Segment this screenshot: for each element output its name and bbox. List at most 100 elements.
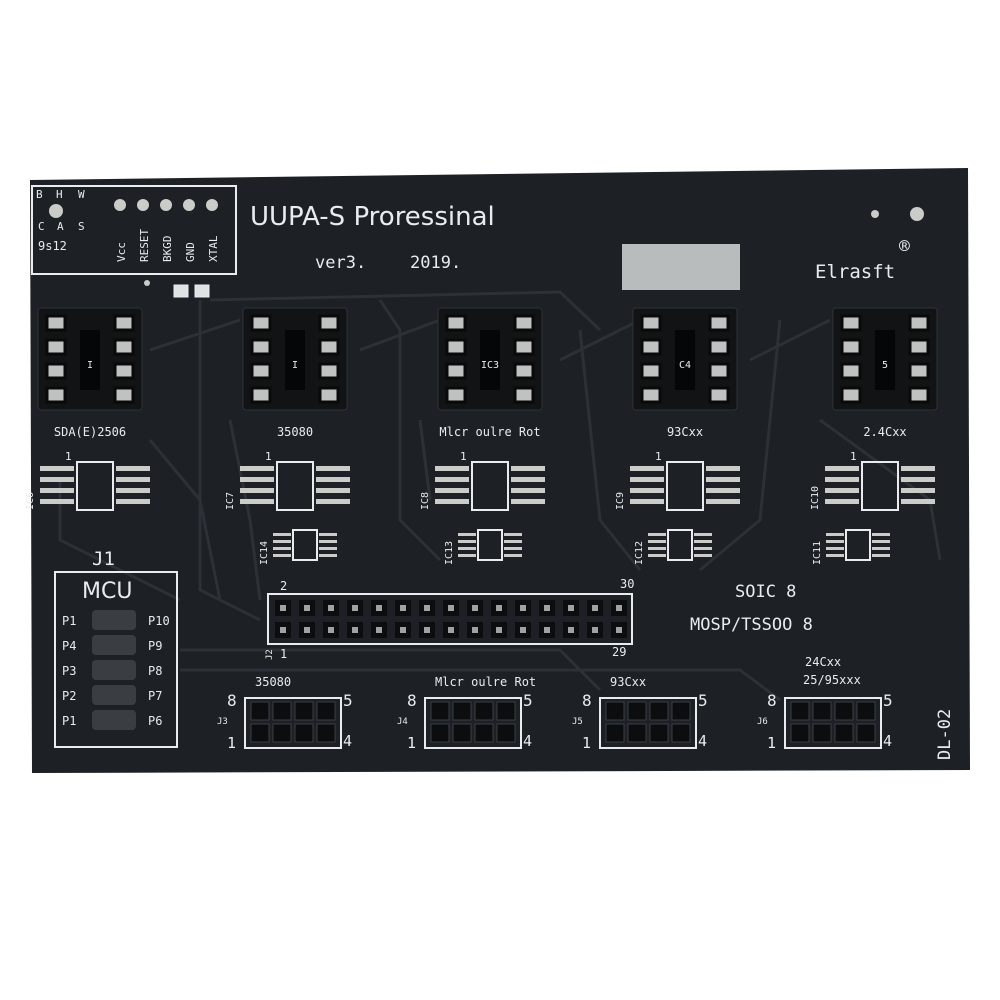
header-pin-tip [472,627,478,633]
socket-ref: I [292,360,298,371]
header-pin-tip [544,605,550,611]
connector-pin-label: 4 [883,732,892,750]
mcu-pin-pair [92,635,136,655]
header-pin-tip [544,627,550,633]
msop8-footprint [458,529,522,561]
socket-ref: 5 [882,360,888,371]
socket-label: SDA(E)2506 [54,425,126,439]
soic8-footprint [40,461,150,511]
bdm-chip-label: 9s12 [38,239,67,253]
connector-ref: J6 [757,717,768,727]
bdm-pin-pad [183,199,195,211]
header-pin-tip [520,627,526,633]
connector-ref: J4 [397,717,408,727]
header-pin-tip [448,627,454,633]
connector-pin-label: 8 [407,691,417,710]
bdm-pin-label: XTAL [207,235,220,262]
header-pin-tip [280,627,286,633]
pin1-label: 1 [655,450,662,463]
bdm-letter: W [78,188,85,201]
j1-ref: J1 [92,548,115,570]
soic8-footprint [825,461,935,511]
header-pin-label: 29 [612,645,626,659]
bdm-pin-label: RESET [138,229,151,262]
msop8-footprint [273,529,337,561]
soic-ref: IC6 [25,492,36,510]
socket-label: 93Cxx [667,425,703,439]
connector-pin-label: 1 [407,734,416,752]
bdm-letter: H [56,188,63,201]
package-label-msop: MOSP/TSSOO 8 [690,615,813,635]
mcu-pin-label: P2 [62,689,76,703]
header-pin-tip [616,627,622,633]
connector-j4 [424,697,522,749]
brand-label: Elrasft [815,261,895,283]
soic-ref: IC7 [225,492,236,510]
header-pin-tip [448,605,454,611]
connector-pin-label: 1 [227,734,236,752]
connector-pin-label: 8 [582,691,592,710]
board-title: UUPA-S Proressinal [250,202,495,232]
connector-pin-label: 5 [883,691,893,710]
mcu-pin-label: P6 [148,714,162,728]
msop-ref: IC14 [259,541,270,565]
connector-pin-label: 4 [343,732,352,750]
fiducial [871,210,879,218]
header-pin-tip [376,627,382,633]
mcu-pin-label: P4 [62,639,76,653]
pin1-label: 1 [265,450,272,463]
mcu-pin-pair [92,685,136,705]
bdm-pin-pad [206,199,218,211]
mcu-pin-pair [92,660,136,680]
mcu-pin-label: P10 [148,614,170,628]
mcu-outline [54,571,178,748]
mcu-title: MCU [82,579,132,604]
bdm-pin-pad [137,199,149,211]
header-pin-tip [400,627,406,633]
version-label: ver3. [315,253,366,273]
mcu-pin-pair [92,610,136,630]
header-pin-tip [472,605,478,611]
mount-hole [49,204,63,218]
connector-label: 25/95xxx [803,673,861,687]
dip8-socket [437,307,543,411]
header-pin-tip [496,605,502,611]
mcu-pin-label: P8 [148,664,162,678]
header-pin-tip [352,627,358,633]
msop-ref: IC11 [812,541,823,565]
connector-label: 24Cxx [805,655,841,669]
header-pin-tip [352,605,358,611]
connector-ref: J3 [217,717,228,727]
board-id: DL-02 [935,709,955,760]
soic-ref: IC8 [420,492,431,510]
pin1-label: 1 [460,450,467,463]
header-pin-tip [592,627,598,633]
connector-pin-label: 8 [767,691,777,710]
bdm-letter: C [38,220,45,233]
package-label-soic: SOIC 8 [735,582,796,602]
dip8-socket [632,307,738,411]
header-pin-label: 30 [620,577,634,591]
registered-mark: ® [899,236,910,257]
bdm-letter: S [78,220,85,233]
header-pin-tip [424,605,430,611]
header-pin-tip [568,605,574,611]
connector-j3 [244,697,342,749]
header-pin-tip [304,627,310,633]
header-pin-tip [376,605,382,611]
msop-ref: IC13 [444,541,455,565]
connector-pin-label: 4 [523,732,532,750]
bdm-letter: B [36,188,43,201]
header-pin-tip [424,627,430,633]
socket-label: Mlcr oulre Rot [439,425,540,439]
header-pin-tip [328,605,334,611]
msop8-footprint [826,529,890,561]
header-pin-tip [304,605,310,611]
year-label: 2019. [410,253,461,273]
jumper-pad [173,284,189,298]
header-pin-tip [496,627,502,633]
msop-ref: IC12 [634,541,645,565]
mcu-pin-label: P9 [148,639,162,653]
soic8-footprint [630,461,740,511]
msop8-footprint [648,529,712,561]
